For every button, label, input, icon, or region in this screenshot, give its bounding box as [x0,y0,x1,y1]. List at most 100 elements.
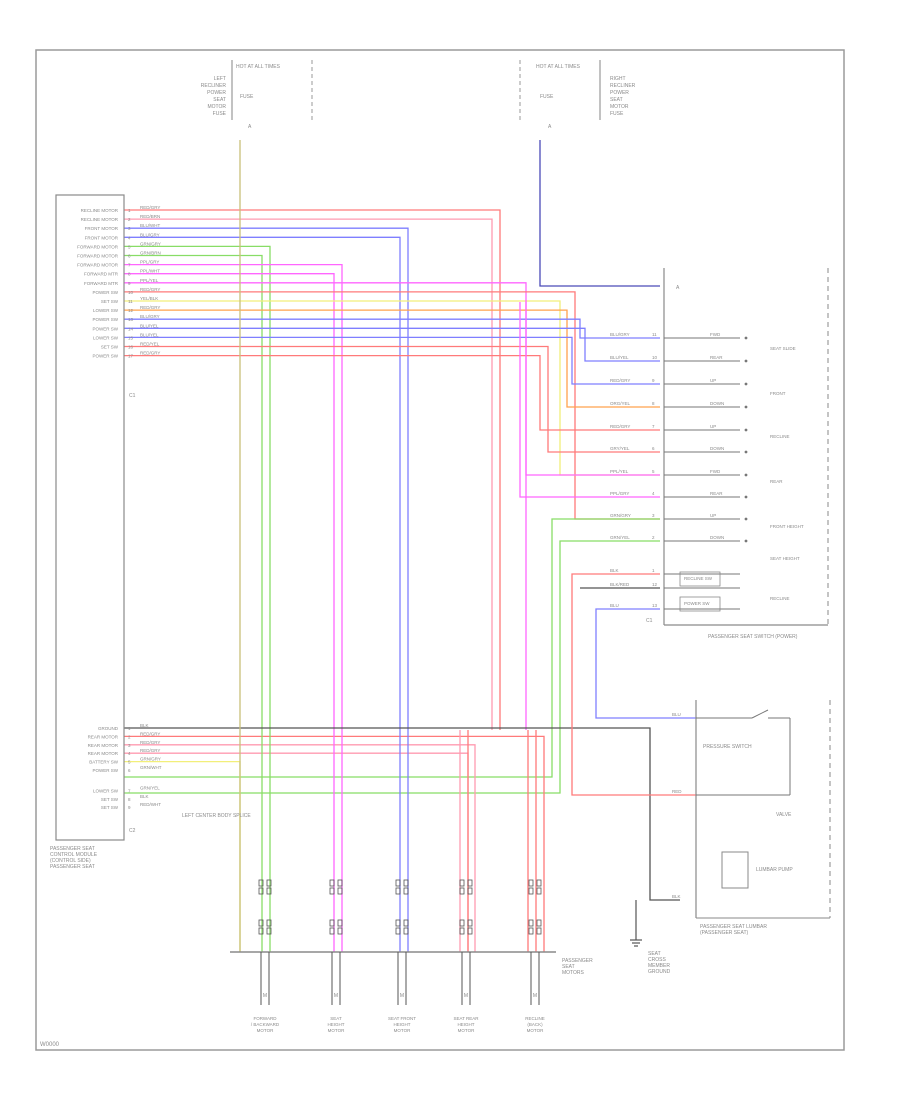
motor-connector-pin [266,919,272,927]
module-pin-wire: BLU/YEL [140,332,159,337]
module-pin-label: GROUND [98,726,119,731]
motor-connector-pin [266,927,272,935]
module-pin-number: 11 [128,299,133,304]
motor-connector-pin [536,927,542,935]
text-line: CROSS [648,957,666,963]
module-pin-wire: RED/WHT [140,802,161,807]
module-pin-label: SET SW [101,797,119,802]
module-pin-label: POWER SW [93,768,119,773]
switch-position-label: UP [710,378,716,383]
module-pin-label: POWER SW [93,354,119,359]
lumbar-name: PASSENGER SEAT LUMBAR(PASSENGER SEAT) [700,924,767,936]
left-fuse-power-source: HOT AT ALL TIMES FUSE A LEFTRECLINERPOWE… [201,60,313,130]
module-pin-wire: RED/BRN [140,214,160,219]
wire-lumbar-red [571,573,696,796]
switch-contact-dot [744,539,748,543]
sub-switch-box [679,571,721,587]
module-pin-label: FRONT MOTOR [85,226,119,231]
motor-connector-pin [258,879,264,887]
module-pin-label: LOWER SW [93,308,119,313]
switch-contact-dot [744,405,748,409]
motor-connector-pin [258,887,264,895]
switch-position-label: REAR [710,355,723,360]
module-pin-number: 10 [128,290,134,295]
text-line: RECLINER [610,83,636,89]
seat-switch-assembly: A C1 PASSENGER SEAT SWITCH (POWER) BLU/G… [610,268,829,640]
text-line: SEAT [648,951,661,957]
text-line: PASSENGER SEAT LUMBAR [700,924,767,930]
module-pin-wire: RED/GRY [140,740,160,745]
text-line: MOTORS [562,970,585,976]
motor-connector-pin [329,879,335,887]
figure-id: W0000 [40,1042,60,1048]
wire-module-c1-3 [124,236,401,730]
switch-input-pin: 2 [652,535,655,540]
module-pin-wire: GRN/YEL [140,785,160,790]
motor-connector-pin [528,879,534,887]
module-pin-wire: BLK [140,723,149,728]
lumbar-wire-label: BLU [672,712,681,717]
switch-assy-name: PASSENGER SEAT SWITCH (POWER) [708,634,798,640]
switch-input-wire: ORG/YEL [610,401,631,406]
module-pin-wire: YEL/BLK [140,296,158,301]
fuse-box-label-left: HOT AT ALL TIMES [236,64,281,70]
module-pin-number: 3 [128,743,131,748]
text-line: MOTOR [207,104,226,110]
module-pin-wire: RED/GRY [140,287,160,292]
wire-grn-yel [124,540,660,794]
switch-function-label: RECLINE [770,434,790,439]
motor-name-line: HEIGHT [327,1022,344,1027]
motor-symbol-label: M [263,993,267,999]
motor-connector-pin [337,879,343,887]
motor-name-line: SEAT FRONT [388,1016,416,1021]
motor-name-line: HEIGHT [457,1022,474,1027]
text-line: SEAT [213,97,226,103]
wire-module-c2-1 [124,735,545,952]
sub-switch-label: RECLINE SW [684,576,713,581]
motor-connector-pin [403,919,409,927]
module-pin-wire: BLU/WHT [140,223,161,228]
text-line: SEAT [562,964,575,970]
text-line: PASSENGER SEAT [50,864,95,870]
module-pin-number: 4 [128,235,131,240]
module-pin-label: SET SW [101,299,119,304]
right-fuse-power-source: HOT AT ALL TIMES FUSE A RIGHTRECLINERPOW… [519,60,636,130]
lumbar-pump-symbol [721,851,749,889]
switch-function-label: SEAT SLIDE [770,346,796,351]
wire-module-c1-1 [124,218,493,730]
module-pin-wire: PPL/YEL [140,278,159,283]
module-pin-wire: RED/GRY [140,351,160,356]
switch-position-label: REAR [710,491,723,496]
module-pin-number: 4 [128,751,131,756]
switch-function-label: RECLINE [770,596,790,601]
switch-assy-pin-a: A [676,285,680,291]
fuse-pin-right: A [548,124,552,130]
switch-input-wire: BLU [610,603,619,608]
switch-contact-dot [744,517,748,521]
module-pin-number: 1 [128,726,131,731]
module-pin-wire: RED/GRY [140,305,160,310]
switch-contact-dot [744,473,748,477]
wire-ppl-gry [519,302,660,498]
switch-input-wire: BLU/YEL [610,355,629,360]
switch-contact-dot [744,382,748,386]
lumbar-pump-label: LUMBAR PUMP [756,867,793,873]
text-line: (PASSENGER SEAT) [700,930,748,936]
module-pin-wire: RED/GRY [140,205,160,210]
module-pin-label: FORWARD MOTOR [77,263,119,268]
wire-module-to-switch-14 [124,336,660,385]
module-pin-wire: GRN/GRY [140,241,161,246]
wire-module-c2-3 [124,752,469,952]
wire-ppl-yel [525,300,660,476]
text-line: FUSE [213,111,227,117]
module-pin-number: 2 [128,734,131,739]
